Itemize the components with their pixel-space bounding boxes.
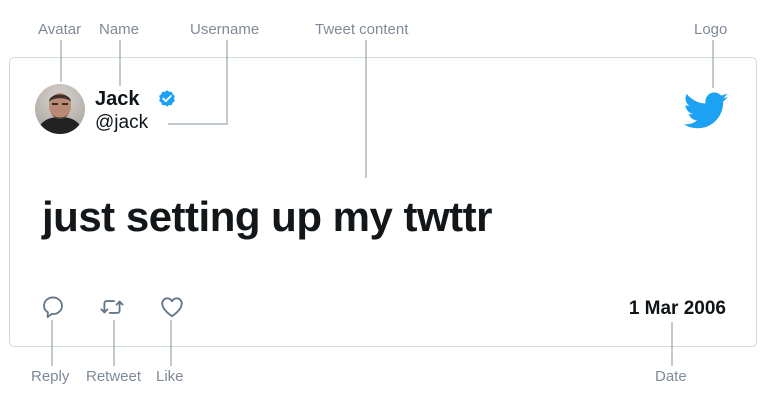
tweet-card <box>9 57 757 347</box>
annotation-retweet: Retweet <box>86 368 142 385</box>
annotation-avatar: Avatar <box>38 21 82 38</box>
annotation-reply: Reply <box>31 368 70 385</box>
reply-bubble-icon[interactable] <box>40 294 66 320</box>
tweet-date[interactable]: 1 Mar 2006 <box>628 298 726 319</box>
annotation-logo: Logo <box>694 21 728 38</box>
avatar-image <box>35 84 85 134</box>
annotation-date: Date <box>655 368 687 385</box>
verified-badge-icon <box>159 90 175 107</box>
annotation-name: Name <box>99 21 140 38</box>
username[interactable]: @jack <box>95 112 149 133</box>
display-name[interactable]: Jack <box>95 88 140 110</box>
annotation-tweet-content: Tweet content <box>315 21 409 38</box>
heart-icon[interactable] <box>159 294 185 320</box>
avatar[interactable] <box>35 84 85 134</box>
annotation-like: Like <box>156 368 184 385</box>
retweet-arrows-icon[interactable] <box>99 294 125 320</box>
twitter-bird-icon[interactable] <box>684 92 729 130</box>
tweet-content: just setting up my twttr <box>42 193 493 240</box>
annotation-username: Username <box>190 21 260 38</box>
